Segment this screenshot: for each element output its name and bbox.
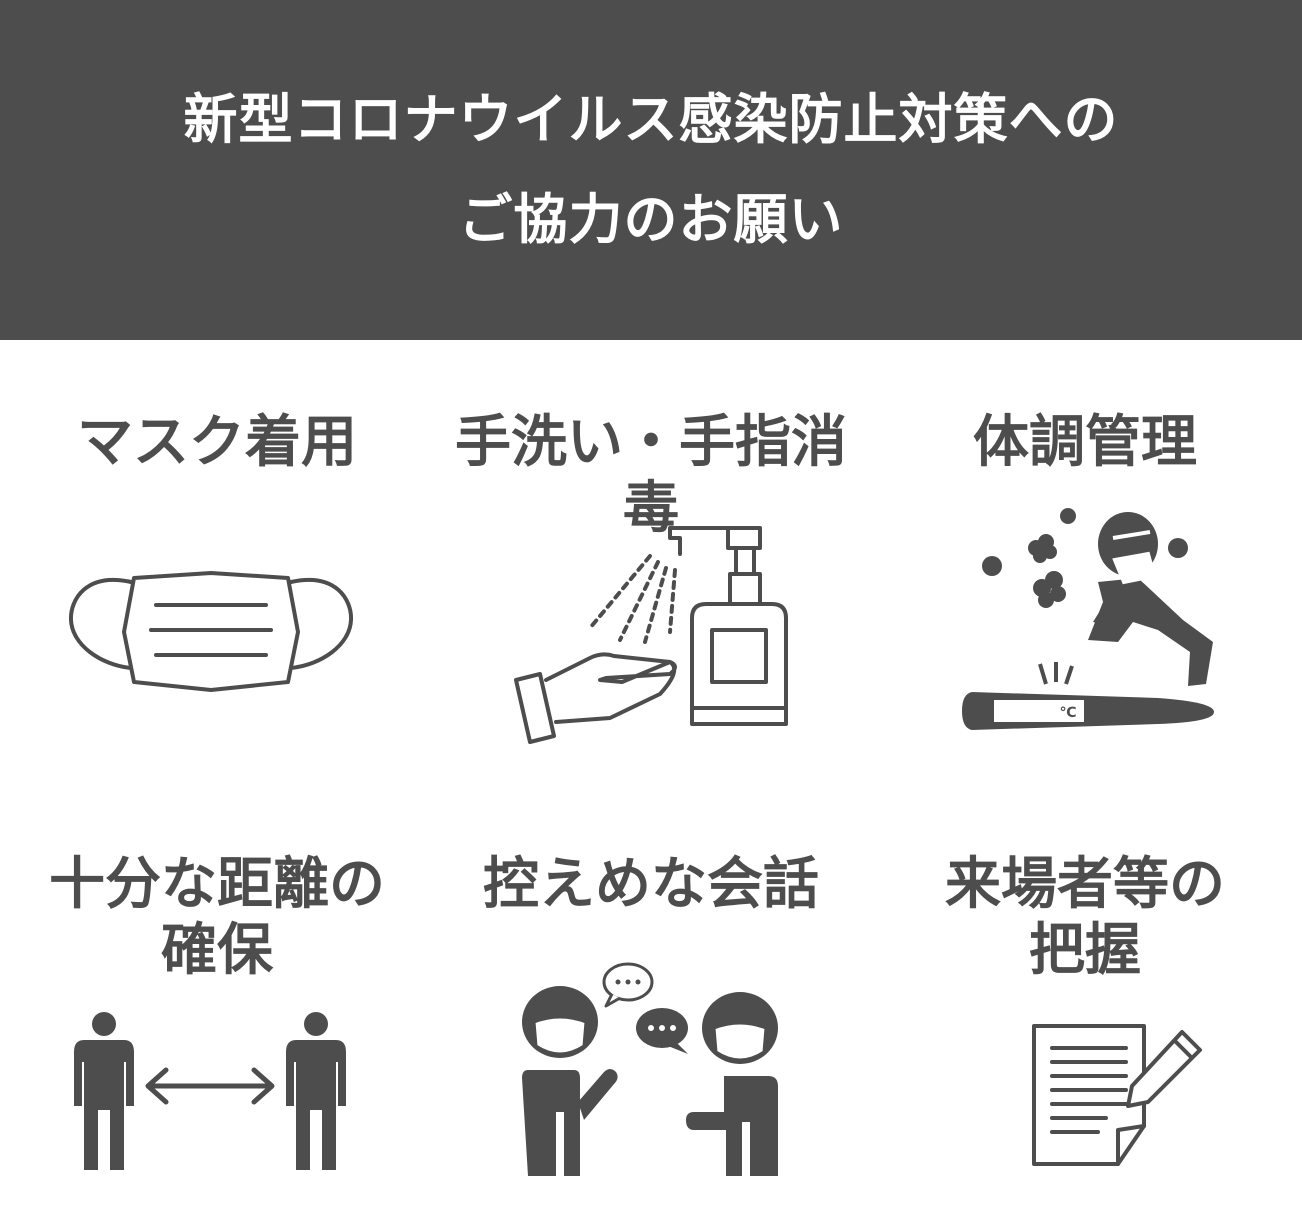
hand-sanitizer-icon (510, 522, 800, 752)
header-title-line2: ご協力のお願い (458, 188, 844, 251)
item-label: 体調管理 (973, 410, 1197, 475)
item-social-distance: 十分な距離の 確保 (0, 842, 434, 1224)
item-label-line2: 把握 (1029, 918, 1141, 983)
visitor-registration-icon (1028, 1022, 1208, 1172)
social-distance-icon (70, 1010, 350, 1180)
item-label: マスク着用 (77, 410, 357, 475)
item-health-management: 体調管理 (868, 400, 1302, 780)
item-quiet-conversation: 控えめな会話 (434, 842, 868, 1224)
face-mask-icon (66, 570, 356, 695)
sick-person-thermometer-icon: ℃ (958, 502, 1218, 742)
thermometer-unit: ℃ (1060, 705, 1077, 721)
item-hand-sanitizer: 手洗い・手指消毒 (434, 400, 868, 780)
item-label: 十分な距離の (49, 852, 385, 917)
item-visitor-registration: 来場者等の 把握 (868, 842, 1302, 1224)
item-label: 手洗い・手指消毒 (455, 410, 847, 541)
item-label-line2: 確保 (161, 918, 273, 983)
quiet-conversation-icon (518, 962, 788, 1182)
header-title-line1: 新型コロナウイルス感染防止対策への (183, 88, 1119, 151)
item-mask: マスク着用 (0, 400, 434, 780)
item-label: 控えめな会話 (483, 852, 819, 917)
item-label: 来場者等の (945, 852, 1225, 917)
header-banner: 新型コロナウイルス感染防止対策への ご協力のお願い (0, 0, 1302, 340)
